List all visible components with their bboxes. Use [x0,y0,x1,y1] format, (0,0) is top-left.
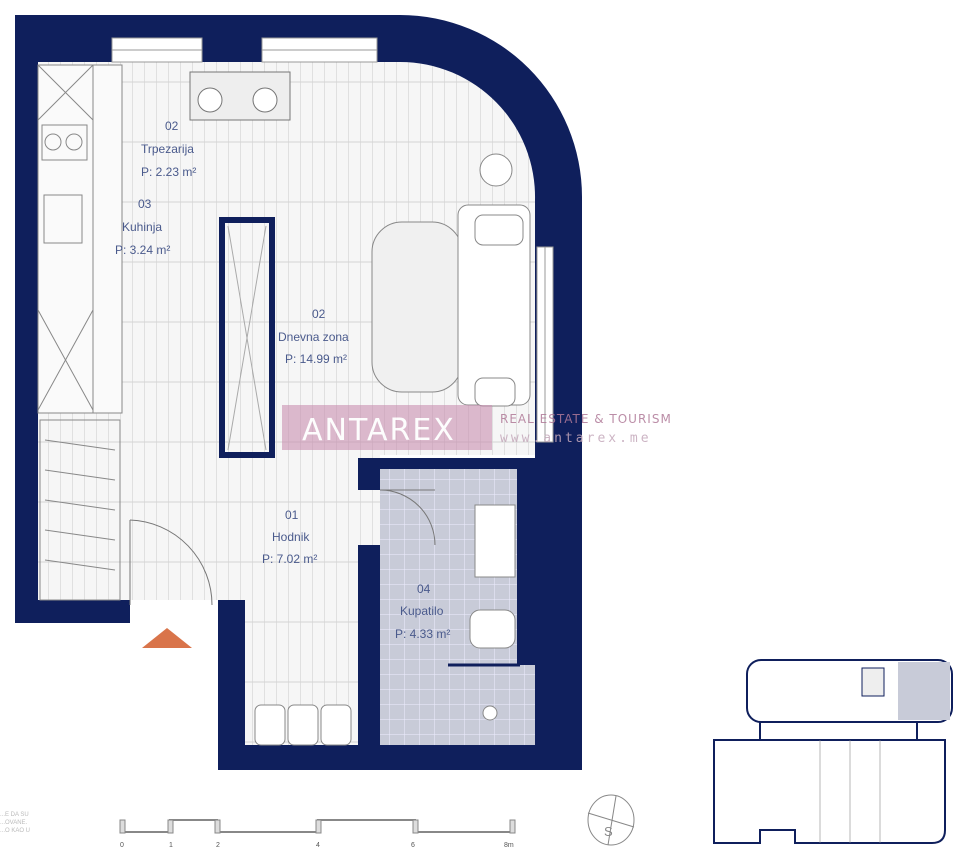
svg-text:04: 04 [417,582,431,596]
shoe-rack [39,419,121,601]
room-label-dining: 02 Trpezarija P: 2.23 m² [141,119,196,179]
doors [129,489,436,606]
walls [15,15,582,770]
scale-tick-2: 2 [216,842,220,849]
bathroom-fixtures [448,504,520,721]
svg-text:...O KAO U: ...O KAO U [0,828,30,834]
svg-text:Kupatilo: Kupatilo [400,604,444,618]
svg-text:02: 02 [165,119,179,133]
svg-text:01: 01 [285,508,299,522]
svg-text:...OVANE.: ...OVANE. [0,820,28,826]
svg-text:P: 7.02 m²: P: 7.02 m² [262,552,317,566]
scale-tick-0: 0 [120,842,124,849]
svg-text:www.antarex.me: www.antarex.me [500,431,652,446]
svg-text:Hodnik: Hodnik [272,530,310,544]
svg-text:Kuhinja: Kuhinja [122,220,162,234]
scale-bar [119,819,516,834]
room-label-hall: 01 Hodnik P: 7.02 m² [262,508,317,566]
svg-text:P: 14.99 m²: P: 14.99 m² [285,352,347,366]
room-label-kitchen: 03 Kuhinja P: 3.24 m² [115,197,170,257]
key-plan [713,659,953,844]
kitchen-counter [37,64,123,414]
svg-text:...E DA SU: ...E DA SU [0,812,29,818]
svg-text:02: 02 [312,307,326,321]
svg-text:Trpezarija: Trpezarija [141,142,194,156]
dining-table [189,71,291,121]
scale-tick-6: 6 [411,842,415,849]
scale-tick-4: 4 [316,842,320,849]
svg-text:S: S [604,824,613,839]
scale-tick-8: 8m [504,842,514,849]
svg-text:P: 2.23 m²: P: 2.23 m² [141,165,196,179]
scale-tick-1: 1 [169,842,173,849]
svg-text:REAL ESTATE & TOURISM: REAL ESTATE & TOURISM [500,412,672,426]
windows [111,37,554,443]
svg-text:P: 3.24 m²: P: 3.24 m² [115,243,170,257]
room-label-living: 02 Dnevna zona P: 14.99 m² [278,307,349,366]
svg-text:Dnevna zona: Dnevna zona [278,330,349,344]
entrance-arrow-icon [142,628,192,648]
svg-text:P: 4.33 m²: P: 4.33 m² [395,627,450,641]
compass-icon: S [587,794,635,846]
watermark-logo: ANTAREX REAL ESTATE & TOURISM www.antare… [282,405,672,450]
hall-cabinets [254,704,352,746]
svg-text:03: 03 [138,197,152,211]
svg-text:ANTAREX: ANTAREX [302,413,456,448]
room-label-bathroom: 04 Kupatilo P: 4.33 m² [395,582,450,641]
living-furniture [371,153,531,407]
side-note: ...E DA SU ...OVANE. ...O KAO U [0,812,30,834]
wardrobe [227,225,267,451]
